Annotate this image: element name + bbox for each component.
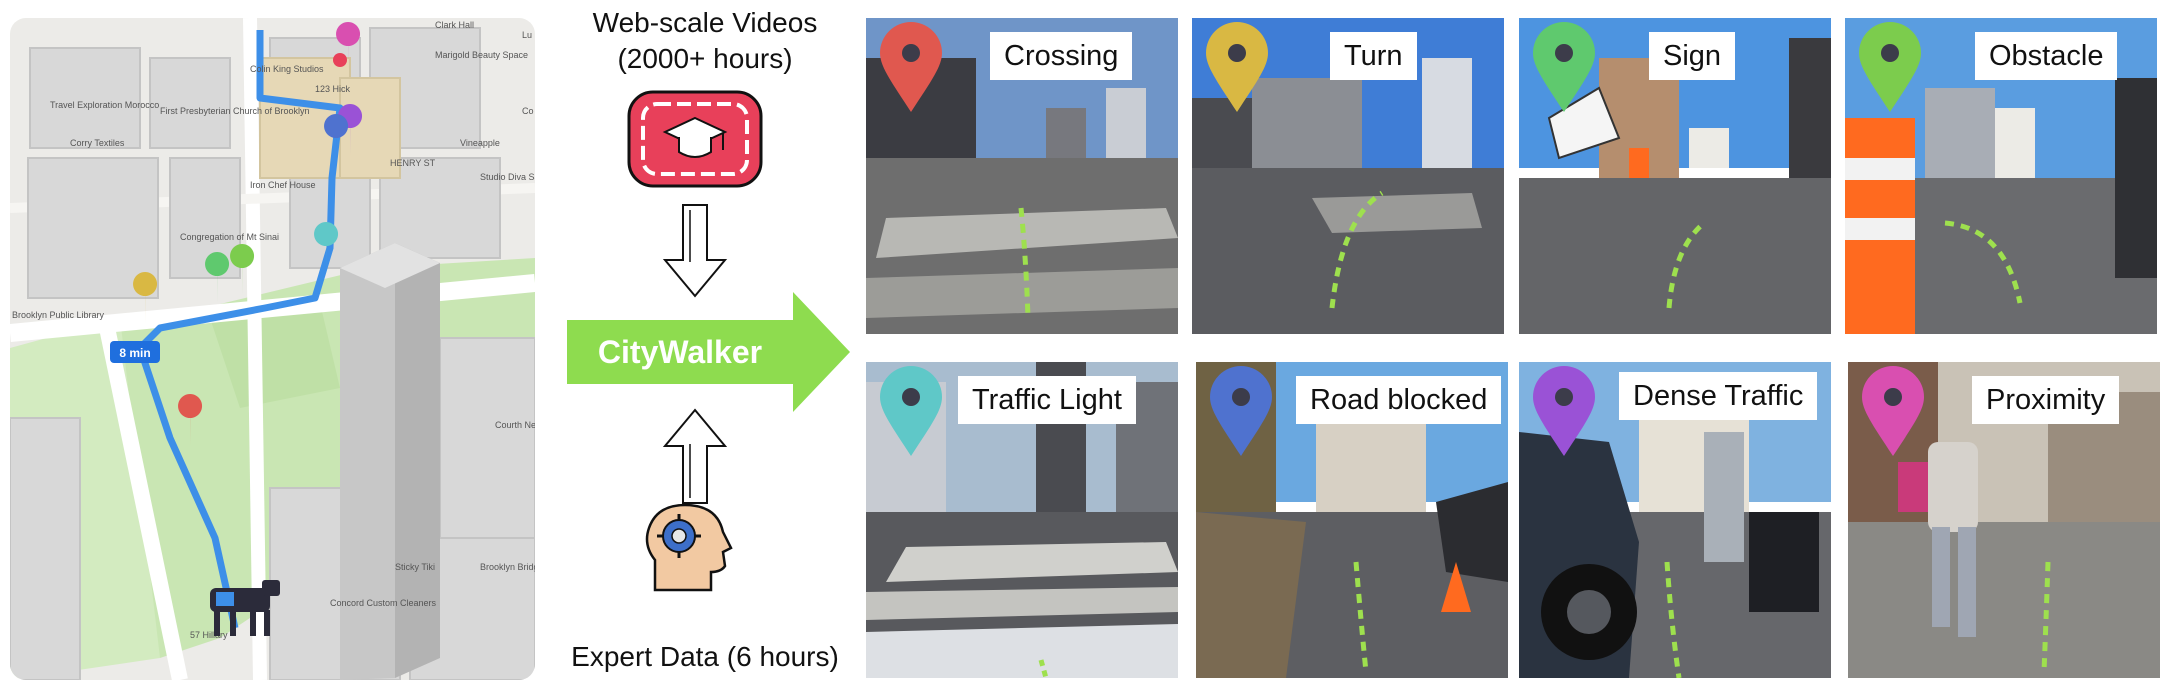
scene-label: Sign — [1649, 32, 1736, 80]
location-pin-icon — [1210, 366, 1272, 456]
scene-dense-traffic: Dense Traffic — [1519, 362, 1831, 678]
traffic-barrel — [1845, 118, 1915, 334]
scene-photo — [1196, 362, 1508, 678]
training-pipeline: Web-scale Videos (2000+ hours) — [545, 0, 865, 698]
down-arrow-icon — [662, 204, 728, 298]
car-shape — [1519, 432, 1639, 678]
scene-proximity: Proximity — [1848, 362, 2160, 678]
eta-label: 8 min — [119, 346, 150, 360]
scene-photo — [866, 18, 1178, 334]
map-view: Clark Hall Colin King Studios Marigold B… — [10, 18, 535, 680]
map-label: HENRY ST — [390, 158, 436, 168]
location-pin-icon — [1533, 22, 1595, 112]
location-pin-icon — [1862, 366, 1924, 456]
model-name: CityWalker — [597, 334, 763, 370]
scene-crossing: Crossing — [866, 18, 1178, 334]
scene-photo — [1845, 18, 2157, 334]
scene-traffic-light: Traffic Light — [866, 362, 1178, 678]
map-label: Brooklyn Bridge Ca — [480, 562, 535, 572]
scene-sign: Sign — [1519, 18, 1831, 334]
map-panel: Clark Hall Colin King Studios Marigold B… — [10, 18, 535, 680]
map-label: Courth News S — [495, 420, 535, 430]
map-pins — [133, 22, 363, 446]
map-label: Iron Chef House — [250, 180, 316, 190]
map-label: 123 Hick — [315, 84, 351, 94]
map-label: Congregation of Mt Sinai — [180, 232, 279, 242]
location-pin-icon — [1859, 22, 1921, 112]
location-pin-icon — [1533, 366, 1595, 456]
map-label: Co — [522, 106, 534, 116]
source-subtitle: (2000+ hours) — [617, 43, 793, 74]
map-label: Lu — [522, 30, 532, 40]
scene-turn: Turn — [1192, 18, 1504, 334]
route-line — [136, 30, 344, 629]
scene-label: Turn — [1330, 32, 1417, 80]
map-label: Sticky Tiki — [395, 562, 435, 572]
map-label: Travel Exploration Morocco — [50, 100, 159, 110]
scene-label: Crossing — [990, 32, 1133, 80]
map-label: Vineapple — [460, 138, 500, 148]
location-pin-icon — [880, 22, 942, 112]
citywalker-arrow — [567, 292, 850, 412]
pedestrian-shape — [1898, 442, 1978, 637]
up-arrow-icon — [662, 408, 728, 504]
map-label: Marigold Beauty Space — [435, 50, 528, 60]
map-label: Brooklyn Public Library — [12, 310, 105, 320]
expert-head-icon — [645, 503, 733, 592]
scene-road-blocked: Road blocked — [1196, 362, 1508, 678]
scene-label: Road blocked — [1296, 376, 1502, 424]
scene-label: Obstacle — [1975, 32, 2118, 80]
location-pin-icon — [1206, 22, 1268, 112]
source-title: Web-scale Videos — [592, 7, 818, 38]
scene-obstacle: Obstacle — [1845, 18, 2157, 334]
eta-badge — [110, 341, 160, 363]
map-label: 57 Hillary — [190, 630, 228, 640]
map-label: First Presbyterian Church of Brooklyn — [160, 106, 310, 116]
expert-label: Expert Data (6 hours) — [571, 641, 839, 672]
map-label: Concord Custom Cleaners — [330, 598, 437, 608]
map-label: Studio Diva Salon & Spa — [480, 172, 535, 182]
scene-label: Traffic Light — [958, 376, 1136, 424]
scene-photo — [1848, 362, 2160, 678]
robot-dog-icon — [210, 580, 280, 636]
map-label: Corry Textiles — [70, 138, 125, 148]
pipeline-graphics — [567, 90, 850, 592]
scene-label: Dense Traffic — [1619, 372, 1818, 420]
video-graduation-icon — [627, 90, 763, 188]
map-label: Colin King Studios — [250, 64, 324, 74]
location-pin-icon — [880, 366, 942, 456]
scene-label: Proximity — [1972, 376, 2120, 424]
map-label: Clark Hall — [435, 20, 474, 30]
